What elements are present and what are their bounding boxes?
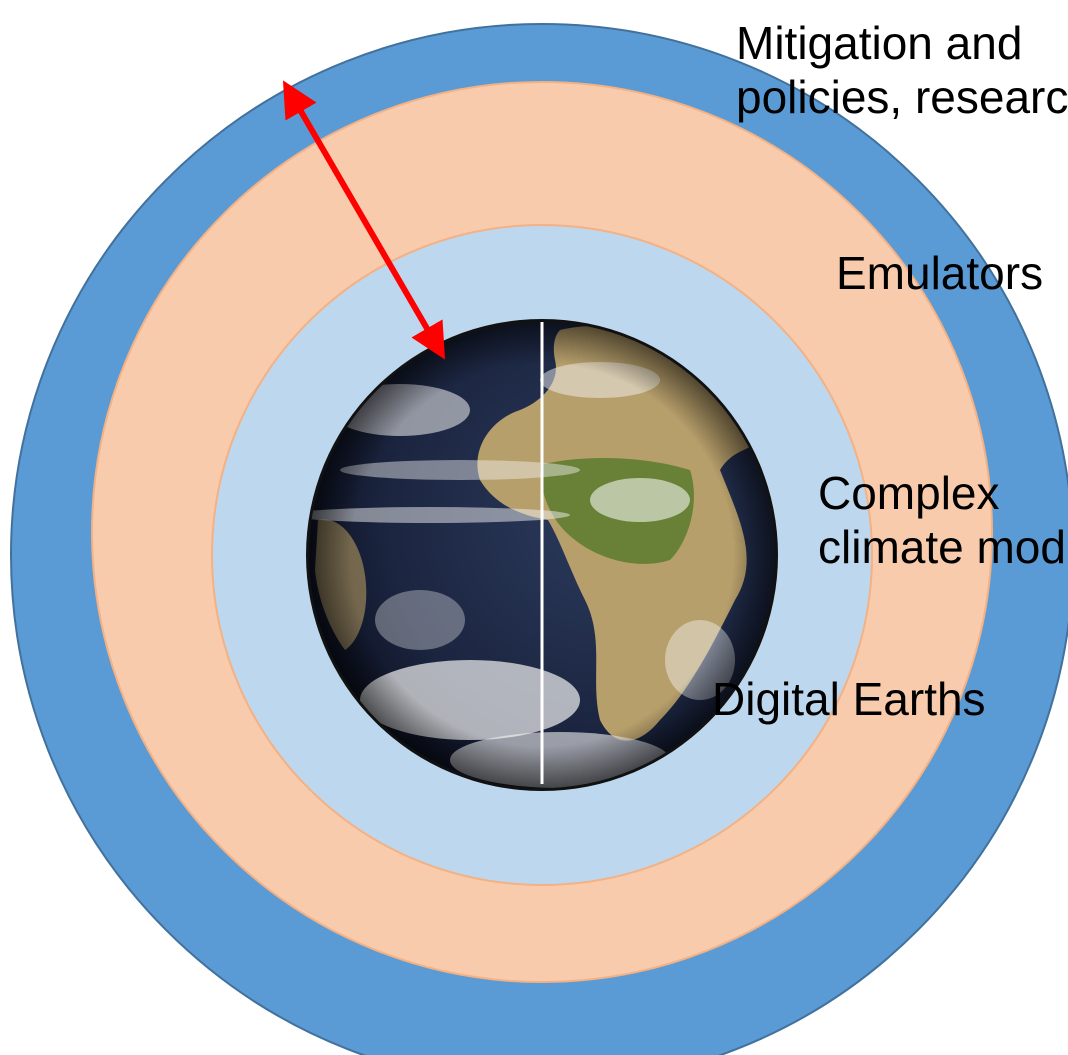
outer-ring-label-line1: Mitigation and xyxy=(736,17,1023,69)
inner-ring-label-line2: climate models xyxy=(818,521,1068,573)
earth-globe-icon xyxy=(306,319,778,791)
outer-ring-label: Mitigation and policies, research xyxy=(736,16,1068,124)
outer-ring-label-line2: policies, research xyxy=(736,71,1068,123)
globe-label: Digital Earths xyxy=(712,673,986,725)
inner-ring-label: Complex climate models xyxy=(818,466,1068,574)
double-headed-arrow-icon xyxy=(282,80,446,360)
middle-ring-label: Emulators xyxy=(836,247,1044,299)
inner-ring-label-line1: Complex xyxy=(818,467,1000,519)
